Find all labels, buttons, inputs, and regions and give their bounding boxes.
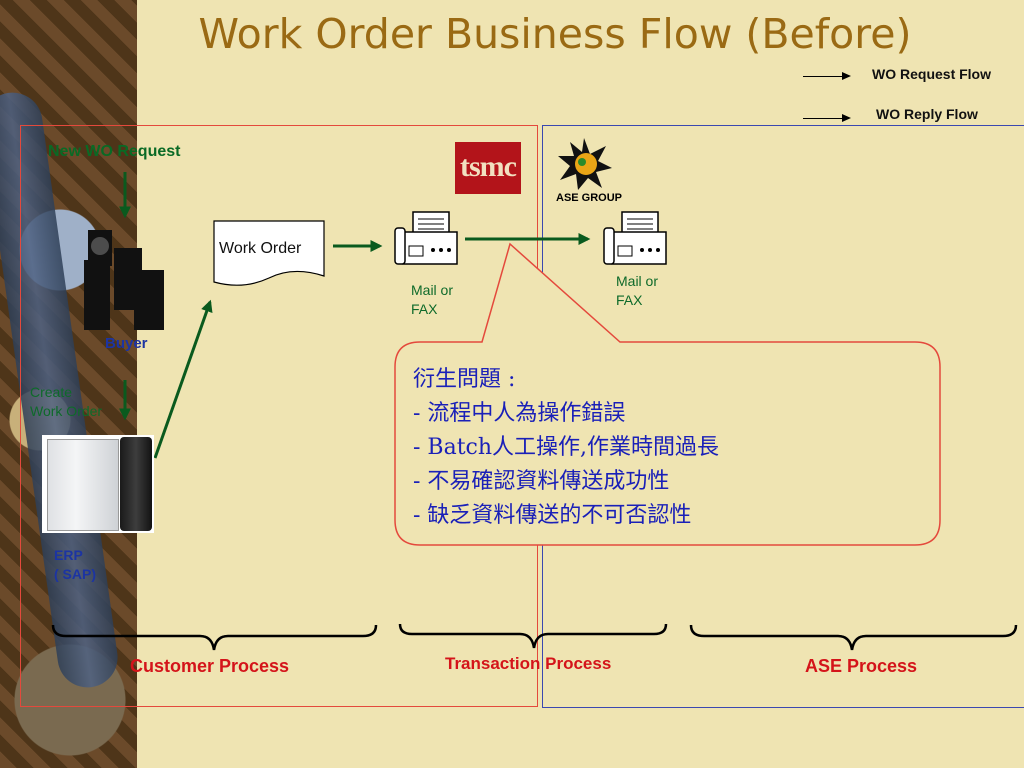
customer-process-label: Customer Process [130,656,290,676]
arrow-erp-to-work-order [153,299,213,459]
page-title: Work Order Business Flow (Before) [198,10,912,58]
buyer-people-icon [84,230,164,330]
tsmc-logo: tsmc [455,142,521,194]
create-work-order-label: Create Work Order [30,384,103,419]
fax-machine-icon [603,211,667,265]
callout-item: - 缺乏資料傳送的不可否認性 [413,503,692,528]
callout-item: - Batch人工操作,作業時間過長 [413,435,720,460]
issues-callout-text: 衍生問題 : - 流程中人為操作錯誤 - Batch人工操作,作業時間過長 - … [413,363,719,533]
brace-ase [689,624,1018,651]
ase-process-label: ASE Process [805,656,918,676]
callout-item: - 不易確認資料傳送成功性 [413,469,670,494]
brace-customer [51,624,378,651]
buyer-label: Buyer [105,335,148,352]
legend-reply-arrow [803,114,851,122]
decorative-side-image [0,0,137,768]
callout-heading: 衍生問題 : [413,367,516,392]
transaction-process-label: Transaction Process [445,654,612,673]
work-order-document-icon [213,220,325,286]
legend-request-arrow [803,72,851,80]
callout-item: - 流程中人為操作錯誤 [413,401,626,426]
erp-sap-label: ERP ( SAP) [54,547,96,582]
server-body [47,439,119,531]
brace-transaction [398,623,668,649]
work-order-label: Work Order [219,240,302,257]
mail-fax-label-customer: Mail or FAX [411,282,454,317]
mail-fax-label-ase: Mail or FAX [616,273,659,308]
ase-group-label: ASE GROUP [556,192,623,204]
server-tower [120,437,152,531]
erp-server-icon [42,435,154,533]
legend-request-label: WO Request Flow [872,66,991,82]
legend-reply-label: WO Reply Flow [876,106,978,122]
fax-machine-icon [394,211,458,265]
ase-group-logo [558,138,612,190]
issues-callout-bubble [394,242,941,546]
new-wo-request-label: New WO Request [48,143,181,160]
